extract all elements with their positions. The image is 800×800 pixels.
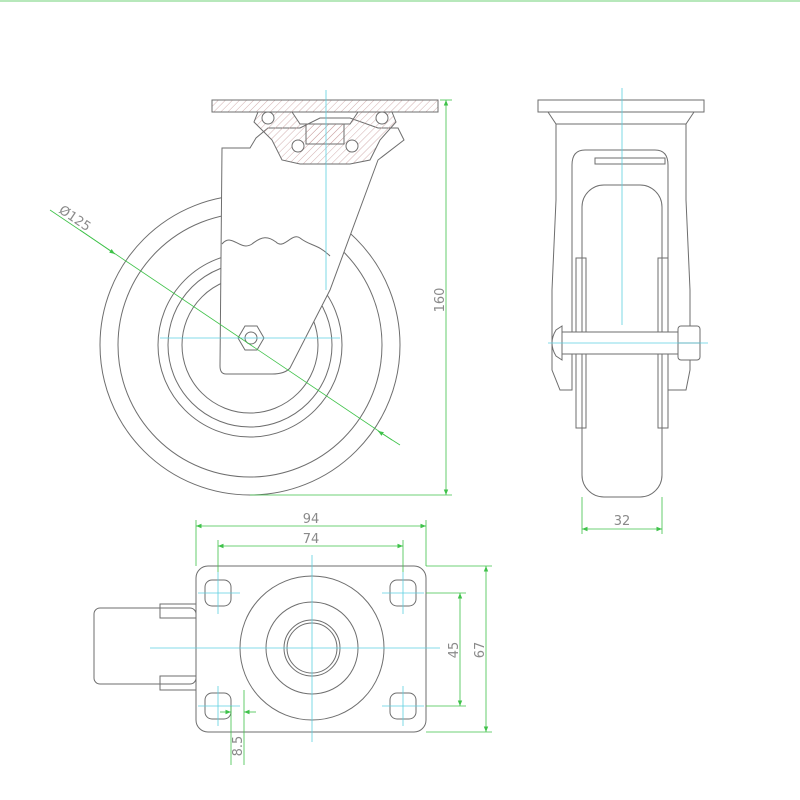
mount-plate-front [211,99,439,113]
side-width-label: 32 [614,514,631,529]
bearing-ball [345,139,359,153]
top-wheel-outline [93,607,197,685]
diameter-arrow-a [79,229,116,255]
top-view: 94 74 45 67 8.5 [93,512,492,765]
plate-depth-label: 67 [473,642,488,659]
diameter-label: Ø125 [56,203,93,235]
bearing-ball [261,111,275,125]
plate-width-label: 94 [303,512,320,527]
section-break-line [221,236,331,257]
kingpin-nut [305,123,345,145]
hole-spacing-y-label: 45 [447,642,462,659]
side-fork [551,123,691,391]
side-view: 32 [537,88,708,534]
bearing-ball [375,111,389,125]
hole-spacing-x-label: 74 [303,532,320,547]
front-view: Ø125 160 [49,90,452,496]
height-label: 160 [433,288,448,313]
side-inner-slot [594,157,666,165]
bearing-ball [291,139,305,153]
hole-diameter-label: 8.5 [231,736,246,757]
fork-bracket [219,117,405,375]
side-swivel-housing [547,111,695,125]
diameter-arrow-b [377,430,401,446]
side-mount-plate [537,99,705,113]
